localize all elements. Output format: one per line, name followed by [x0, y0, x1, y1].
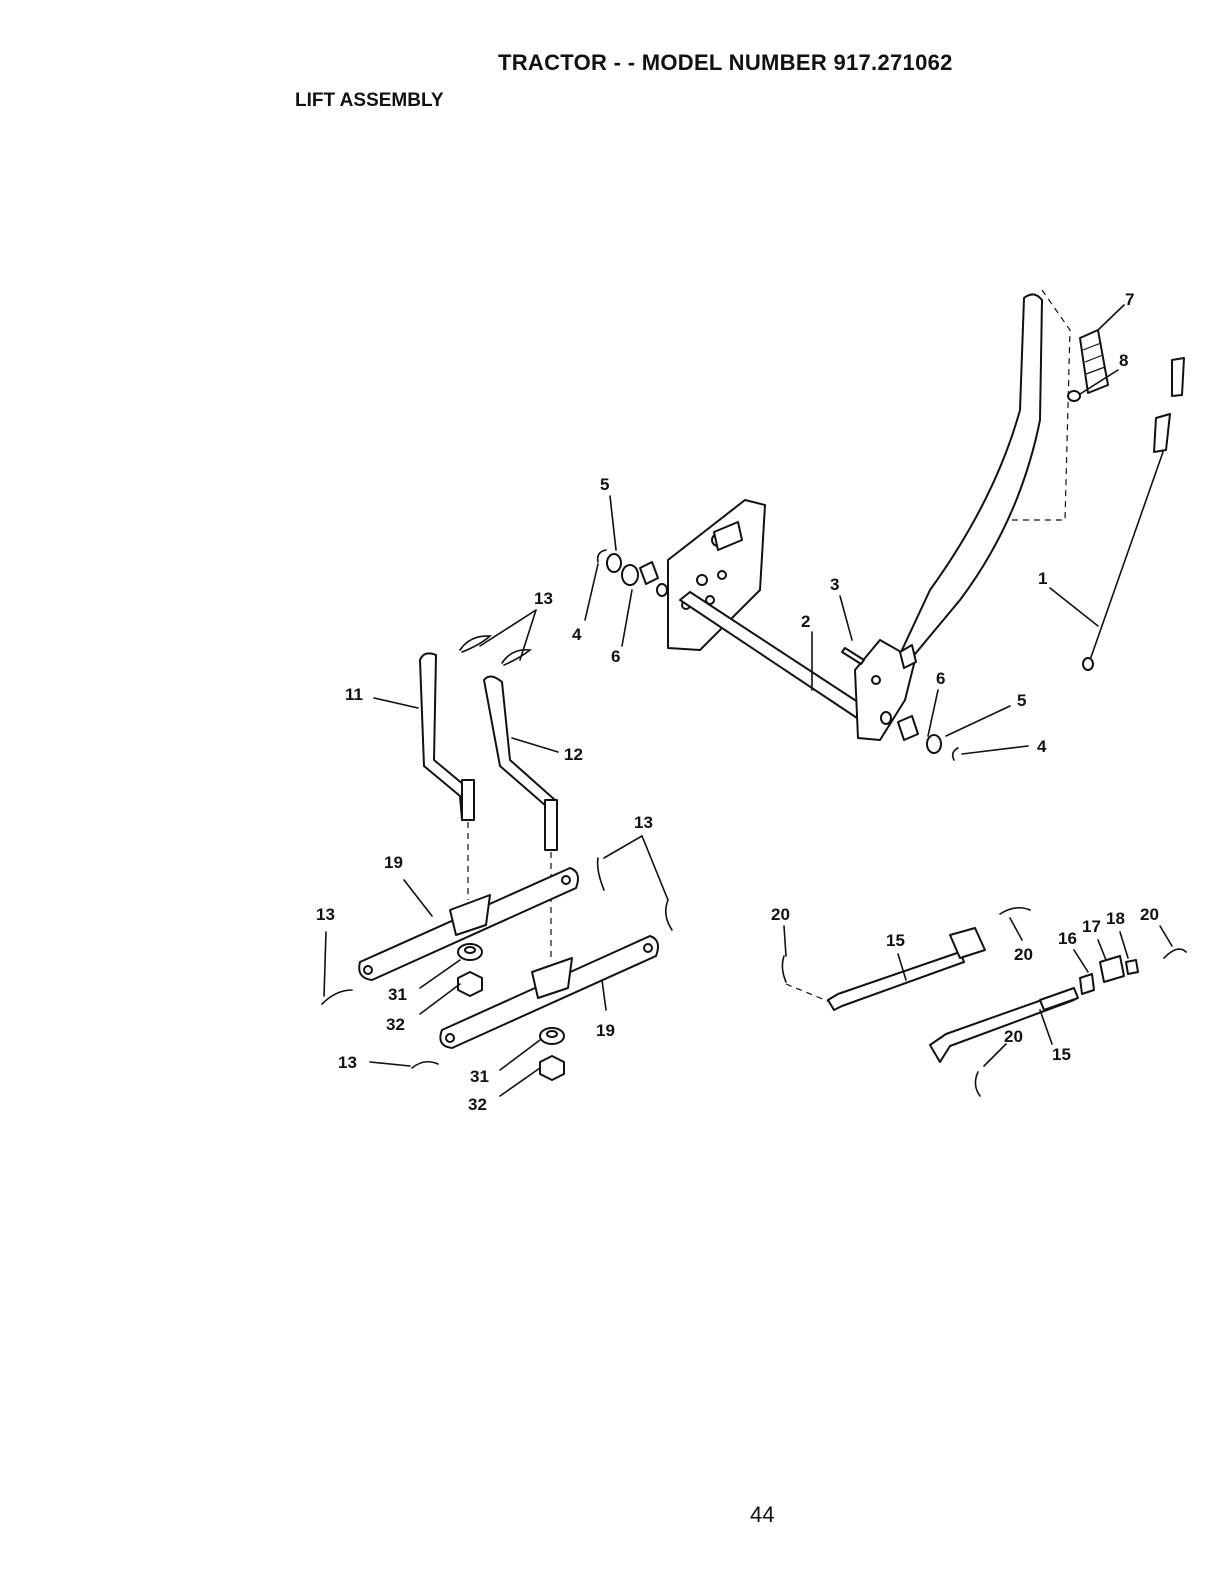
pin: [842, 648, 864, 664]
callout-8: 8: [1119, 351, 1128, 370]
callout-2: 2: [801, 612, 810, 631]
callout-4: 4: [1037, 737, 1047, 756]
callout-3: 3: [830, 575, 839, 594]
callout-31: 31: [470, 1067, 489, 1086]
lift-handle: [895, 290, 1070, 665]
callout-15: 15: [886, 931, 905, 950]
callout-20: 20: [1140, 905, 1159, 924]
trunnion: [1100, 956, 1124, 982]
callout-31: 31: [388, 985, 407, 1004]
callout-18: 18: [1106, 909, 1125, 928]
callout-13: 13: [338, 1053, 357, 1072]
callout-20: 20: [1004, 1027, 1023, 1046]
callout-19: 19: [596, 1021, 615, 1040]
handle-grip: [1068, 330, 1108, 401]
callout-13: 13: [316, 905, 335, 924]
leader-lines: [324, 305, 1172, 1096]
callout-13: 13: [634, 813, 653, 832]
callout-32: 32: [468, 1095, 487, 1114]
callout-17: 17: [1082, 917, 1101, 936]
adjust-rod-upper: [828, 952, 964, 1010]
callout-20: 20: [1014, 945, 1033, 964]
callout-7: 7: [1125, 290, 1134, 309]
callout-13: 13: [534, 589, 553, 608]
callout-19: 19: [384, 853, 403, 872]
thread-11: [462, 780, 474, 820]
mounting-bracket: [668, 500, 765, 650]
callout-6: 6: [611, 647, 620, 666]
callout-15: 15: [1052, 1045, 1071, 1064]
callout-5: 5: [1017, 691, 1026, 710]
callout-12: 12: [564, 745, 583, 764]
left-shaft-hardware: [598, 550, 667, 596]
callout-16: 16: [1058, 929, 1077, 948]
callout-32: 32: [386, 1015, 405, 1034]
lift-rod: [1083, 358, 1184, 670]
cross-shaft: [680, 592, 870, 720]
callout-5: 5: [600, 475, 609, 494]
thread-12: [545, 800, 557, 850]
page-number: 44: [750, 1502, 774, 1528]
callout-1: 1: [1038, 569, 1047, 588]
thread-15: [1040, 988, 1078, 1010]
callout-20: 20: [771, 905, 790, 924]
callout-4: 4: [572, 625, 582, 644]
callout-11: 11: [345, 685, 363, 704]
callout-6: 6: [936, 669, 945, 688]
